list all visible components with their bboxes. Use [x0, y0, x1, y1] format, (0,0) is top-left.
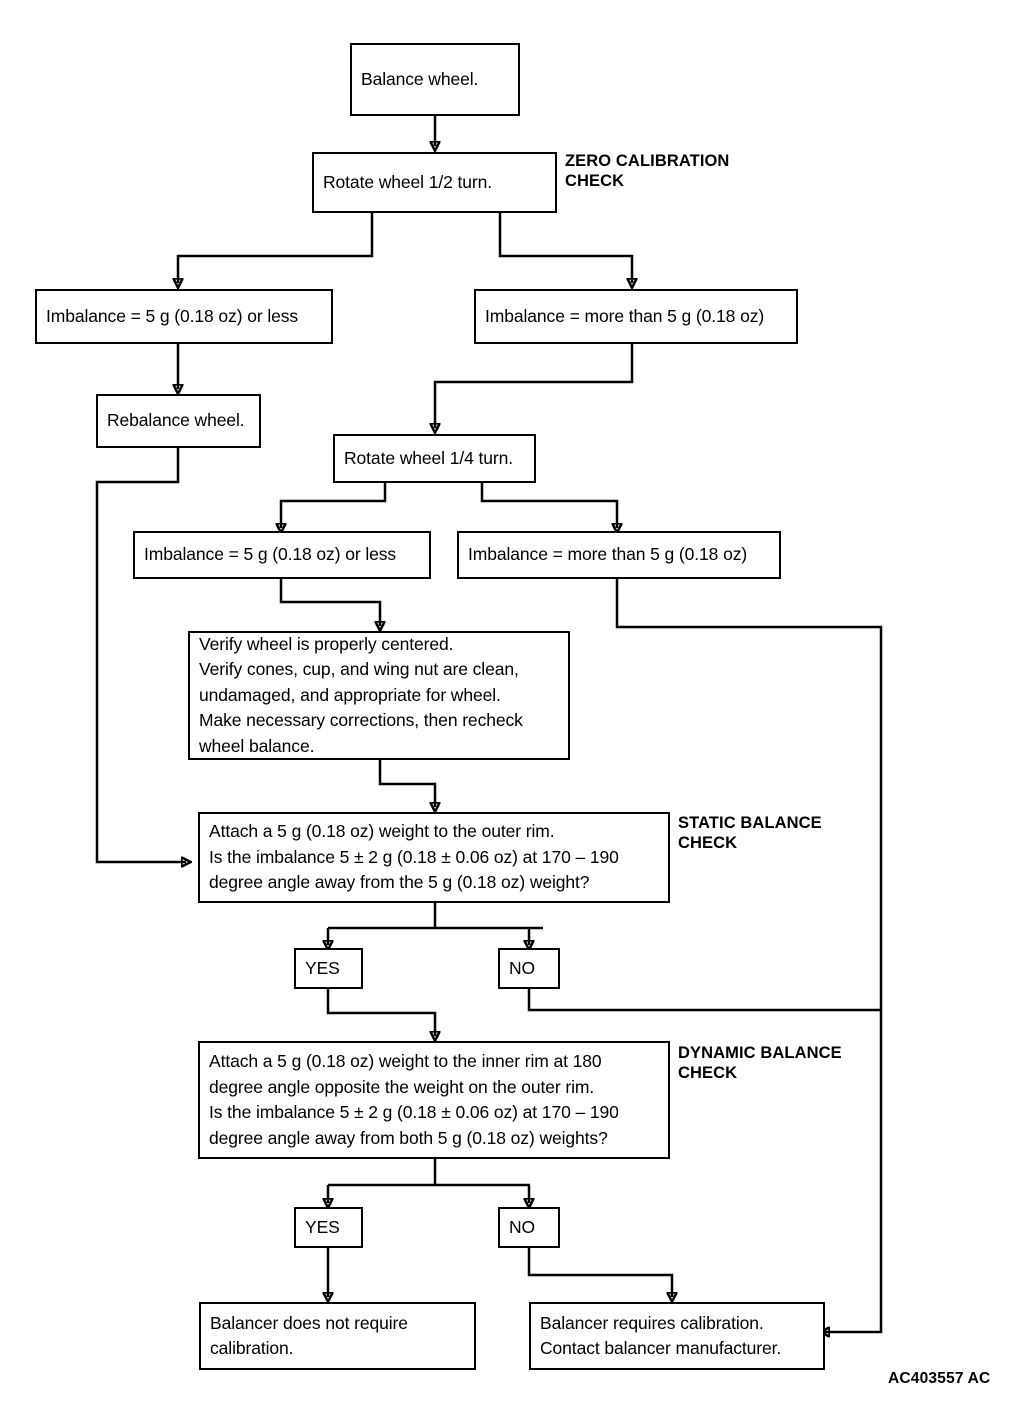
node-rotate-quarter-turn-label: Rotate wheel 1/4 turn. [344, 447, 514, 468]
node-requires-calibration[interactable]: Balancer requires calibration. Contact b… [529, 1302, 825, 1370]
node-imbalance-ok-2[interactable]: Imbalance = 5 g (0.18 oz) or less [133, 531, 431, 579]
node-static-no[interactable]: NO [498, 948, 560, 989]
node-balance-wheel[interactable]: Balance wheel. [350, 43, 520, 116]
section-label-zero-calibration-check: ZERO CALIBRATION CHECK [565, 152, 730, 190]
node-rebalance-wheel[interactable]: Rebalance wheel. [96, 394, 261, 448]
node-rotate-half-turn-label: Rotate wheel 1/2 turn. [323, 171, 493, 192]
reference-code: AC403557 AC [888, 1370, 991, 1387]
node-dynamic-yes[interactable]: YES [294, 1207, 363, 1248]
node-static-yes[interactable]: YES [294, 948, 363, 989]
node-rebalance-wheel-label: Rebalance wheel. [107, 410, 245, 431]
node-imbalance-over-2-label: Imbalance = more than 5 g (0.18 oz) [468, 544, 748, 565]
node-static-balance-check[interactable]: Attach a 5 g (0.18 oz) weight to the out… [198, 812, 670, 903]
node-dynamic-balance-check[interactable]: Attach a 5 g (0.18 oz) weight to the inn… [198, 1041, 670, 1159]
node-balance-wheel-label: Balance wheel. [361, 68, 479, 89]
node-dynamic-yes-label: YES [305, 1216, 340, 1237]
node-imbalance-over-2[interactable]: Imbalance = more than 5 g (0.18 oz) [457, 531, 781, 579]
node-static-no-label: NO [509, 957, 536, 978]
node-no-calibration-required[interactable]: Balancer does not require calibration. [199, 1302, 476, 1370]
node-no-calibration-required-label: Balancer does not require calibration. [210, 1312, 408, 1359]
node-dynamic-no[interactable]: NO [498, 1207, 560, 1248]
node-verify-wheel[interactable]: Verify wheel is properly centered. Verif… [188, 631, 570, 760]
section-label-dynamic-balance-check: DYNAMIC BALANCE CHECK [678, 1044, 842, 1082]
node-rotate-quarter-turn[interactable]: Rotate wheel 1/4 turn. [333, 434, 536, 483]
node-imbalance-over-1-label: Imbalance = more than 5 g (0.18 oz) [485, 305, 765, 326]
section-label-static-balance-check: STATIC BALANCE CHECK [678, 814, 822, 852]
node-imbalance-ok-1-label: Imbalance = 5 g (0.18 oz) or less [46, 305, 299, 326]
node-requires-calibration-label: Balancer requires calibration. Contact b… [540, 1312, 782, 1359]
node-dynamic-no-label: NO [509, 1216, 536, 1237]
node-imbalance-over-1[interactable]: Imbalance = more than 5 g (0.18 oz) [474, 289, 798, 344]
node-imbalance-ok-2-label: Imbalance = 5 g (0.18 oz) or less [144, 544, 397, 565]
node-verify-wheel-label: Verify wheel is properly centered. Verif… [199, 633, 523, 756]
node-static-balance-check-label: Attach a 5 g (0.18 oz) weight to the out… [209, 821, 619, 893]
node-dynamic-balance-check-label: Attach a 5 g (0.18 oz) weight to the inn… [209, 1051, 619, 1148]
node-imbalance-ok-1[interactable]: Imbalance = 5 g (0.18 oz) or less [35, 289, 333, 344]
node-static-yes-label: YES [305, 957, 340, 978]
node-rotate-half-turn[interactable]: Rotate wheel 1/2 turn. [312, 152, 557, 213]
